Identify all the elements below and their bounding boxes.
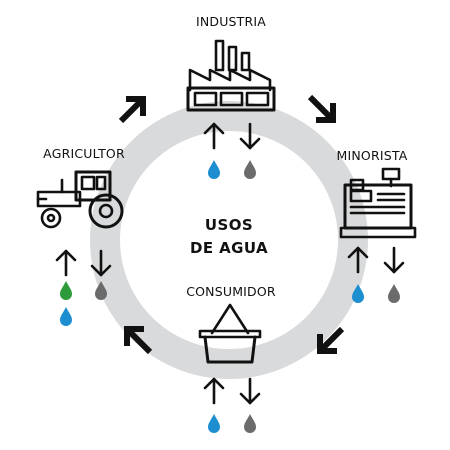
cycle-arrow-top-left-icon (118, 96, 146, 124)
industria-water-out-arrow-icon (239, 122, 261, 150)
agricultor-gray-drop-icon (95, 281, 107, 300)
minorista-blue-drop-icon (352, 284, 364, 303)
node-consumidor: CONSUMIDOR (186, 284, 276, 433)
factory-icon (186, 39, 276, 112)
node-agricultor: AGRICULTOR (36, 146, 125, 326)
industria-water-in-arrow-icon (203, 122, 225, 150)
center-title-line-2: DE AGUA (190, 239, 268, 257)
consumidor-gray-drop-icon (244, 414, 256, 433)
consumidor-water-out-arrow-icon (239, 377, 261, 405)
agricultor-water-out-arrow-icon (90, 249, 112, 277)
consumidor-blue-drop-icon (208, 414, 220, 433)
consumidor-water-in-arrow-icon (203, 377, 225, 405)
cycle-arrow-top-right-icon (307, 94, 336, 123)
shopping-basket-icon (198, 303, 262, 364)
industria-gray-drop-icon (244, 160, 256, 179)
agricultor-green-drop-icon (60, 281, 72, 300)
cycle-arrow-bottom-right-icon (317, 326, 345, 354)
minorista-water-out-arrow-icon (383, 246, 405, 274)
industria-blue-drop-icon (208, 160, 220, 179)
cycle-ring (90, 101, 368, 379)
cycle-arrow-bottom-left-icon (124, 326, 153, 355)
node-minorista: MINORISTA (337, 148, 417, 303)
minorista-gray-drop-icon (388, 284, 400, 303)
center-title-line-1: USOS (205, 216, 253, 234)
minorista-label: MINORISTA (337, 148, 408, 163)
node-industria: INDUSTRIA (186, 14, 276, 179)
industria-label: INDUSTRIA (196, 14, 266, 29)
agricultor-blue-drop-icon (60, 307, 72, 326)
minorista-water-in-arrow-icon (347, 246, 369, 274)
cash-register-icon (339, 167, 417, 239)
agricultor-water-in-arrow-icon (55, 249, 77, 277)
tractor-icon (36, 170, 124, 229)
agricultor-label: AGRICULTOR (43, 146, 125, 161)
consumidor-label: CONSUMIDOR (186, 284, 276, 299)
